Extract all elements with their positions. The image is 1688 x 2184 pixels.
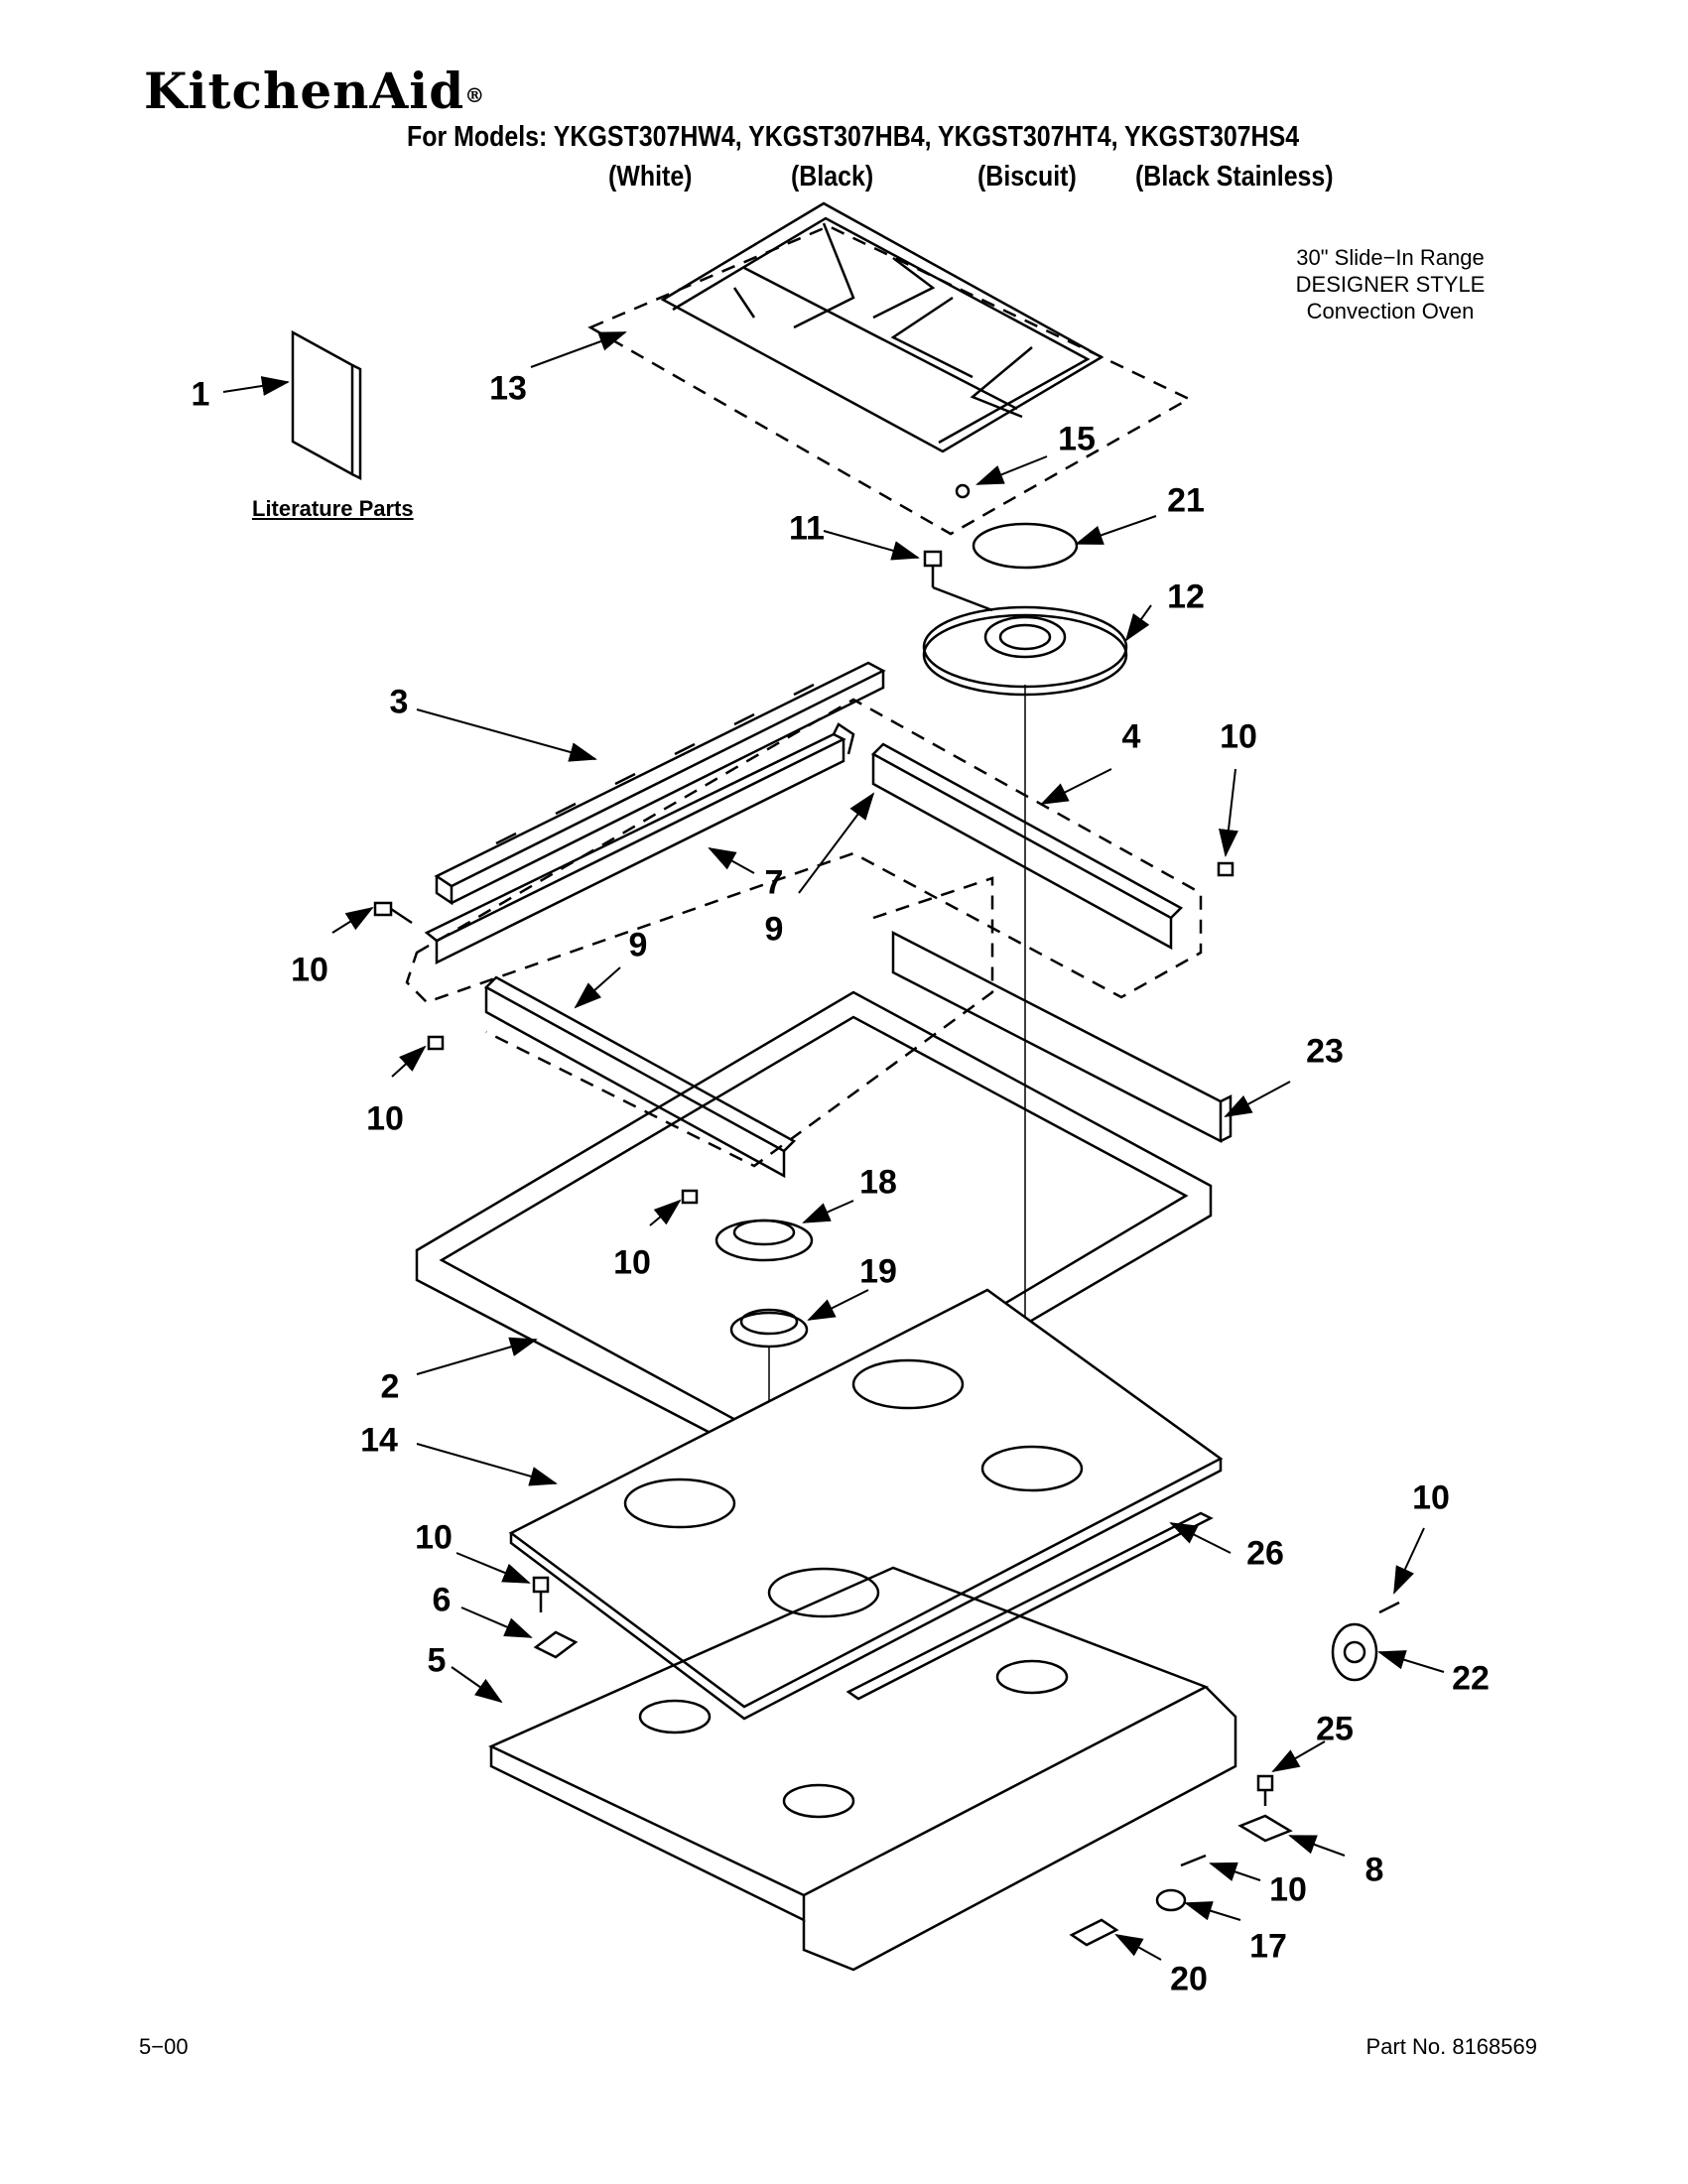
callout-4: 4 (1121, 717, 1141, 756)
callout-20: 20 (1170, 1960, 1208, 1998)
bracket-8 (1237, 1814, 1293, 1843)
ignitor-switch (1331, 1622, 1378, 1682)
callout-10-b: 10 (291, 951, 328, 989)
callout-8: 8 (1364, 1851, 1384, 1889)
callout-21: 21 (1167, 481, 1205, 520)
callout-15: 15 (1058, 420, 1096, 458)
callout-10-d: 10 (613, 1243, 651, 1282)
callout-22: 22 (1452, 1659, 1490, 1698)
screw-10-c (1180, 1854, 1207, 1867)
callout-10-c: 10 (366, 1099, 404, 1138)
clip-6 (533, 1630, 579, 1659)
callout-10-g: 10 (1269, 1870, 1307, 1909)
footer-date: 5−00 (139, 2034, 189, 2059)
ignitor-17 (1155, 1888, 1187, 1912)
callout-25: 25 (1316, 1710, 1354, 1748)
screw-11 (923, 550, 993, 612)
burner-grate (660, 201, 1104, 499)
screw-10-b (1378, 1601, 1400, 1614)
callout-14: 14 (360, 1421, 398, 1460)
callout-7: 7 (764, 863, 784, 902)
vent-trim (434, 661, 886, 906)
info-line-3: Convection Oven (1306, 299, 1475, 323)
switch-20 (1069, 1918, 1119, 1947)
brand-logo: KitchenAid® (144, 62, 486, 120)
trim-strip (845, 1511, 1214, 1701)
screw-10-a (532, 1576, 550, 1612)
callout-10-f: 10 (1412, 1478, 1450, 1517)
screw-10-e (427, 1035, 445, 1051)
rail-dashed-outline (405, 698, 1203, 1004)
variant-black: (Black) (791, 161, 874, 193)
burner-box (488, 1566, 1237, 1972)
variant-white: (White) (608, 161, 693, 193)
models-line: For Models: YKGST307HW4, YKGST307HB4, YK… (407, 121, 1300, 153)
callout-17: 17 (1249, 1927, 1287, 1966)
cooktop-glass (508, 1288, 1224, 1721)
variant-biscuit: (Biscuit) (977, 161, 1077, 193)
footer-part-number: Part No. 8168569 (1365, 2034, 1537, 2059)
callout-9-a: 9 (764, 910, 784, 949)
callout-11: 11 (789, 509, 825, 548)
front-channel (483, 975, 797, 1179)
callout-26: 26 (1246, 1534, 1284, 1573)
channel-dashed-outline (485, 876, 994, 1168)
callout-6: 6 (432, 1581, 452, 1619)
callout-10-e: 10 (415, 1518, 453, 1557)
callout-3: 3 (389, 683, 409, 721)
variant-black-stainless: (Black Stainless) (1135, 161, 1334, 193)
screw-25 (1256, 1774, 1274, 1806)
leader-lines (222, 331, 1445, 1961)
callout-18: 18 (859, 1163, 897, 1202)
burner-base (922, 605, 1128, 697)
callout-19: 19 (859, 1252, 897, 1291)
literature-parts-label: Literature Parts (252, 496, 414, 521)
callout-2: 2 (380, 1367, 400, 1406)
burner-head (714, 1219, 814, 1262)
callout-13: 13 (489, 369, 527, 408)
side-bracket (870, 742, 1184, 951)
rear-rail (424, 722, 855, 965)
range-info: 30" Slide−In Range DESIGNER STYLE Convec… (1261, 244, 1519, 324)
callout-9-b: 9 (628, 926, 648, 964)
screw-10-g (681, 1189, 699, 1205)
grate-dashed-outline (587, 224, 1192, 536)
info-line-1: 30" Slide−In Range (1296, 245, 1485, 270)
burner-cap (972, 522, 1079, 570)
callout-1: 1 (191, 375, 210, 414)
callout-12: 12 (1167, 578, 1205, 616)
callout-5: 5 (427, 1641, 447, 1680)
literature-booklet (291, 329, 362, 481)
callout-10-a: 10 (1220, 717, 1257, 756)
screw-10-d (373, 901, 413, 925)
info-line-2: DESIGNER STYLE (1295, 272, 1486, 297)
callout-23: 23 (1306, 1032, 1344, 1071)
screw-10-f (1217, 861, 1234, 877)
frame (415, 990, 1213, 1471)
